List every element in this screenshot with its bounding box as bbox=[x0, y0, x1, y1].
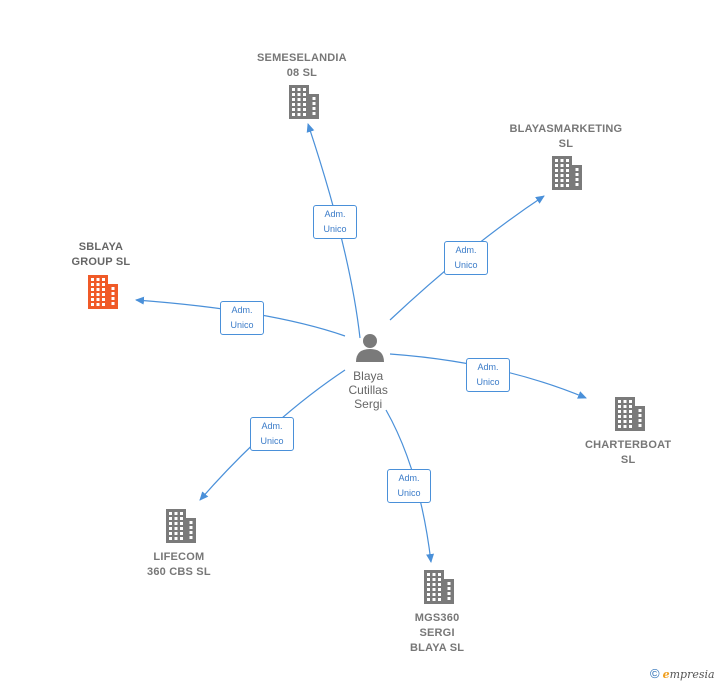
company-label-lifecom[interactable]: LIFECOM 360 CBS SL bbox=[147, 550, 211, 580]
building-icon[interactable] bbox=[88, 275, 118, 309]
company-label-line: LIFECOM bbox=[153, 551, 205, 563]
building-icon[interactable] bbox=[166, 509, 196, 543]
company-label-line: CHARTERBOAT bbox=[585, 439, 672, 451]
company-label-line: SL bbox=[558, 138, 574, 150]
footer-brand[interactable]: ©empresia bbox=[650, 666, 715, 681]
building-icon[interactable] bbox=[424, 570, 454, 604]
person-label-line: Sergi bbox=[354, 397, 383, 411]
edge-label-line: Unico bbox=[454, 260, 478, 270]
company-label-line: SBLAYA bbox=[78, 241, 124, 253]
brand-logo-rest: mpresia bbox=[669, 668, 715, 681]
edge-label-line: Unico bbox=[230, 320, 254, 330]
company-label-line: BLAYA SL bbox=[410, 642, 465, 654]
company-label-line: BLAYASMARKETING bbox=[509, 123, 623, 135]
company-label-line: SL bbox=[620, 454, 636, 466]
edge-label-line: Unico bbox=[476, 377, 500, 387]
company-label-line: 360 CBS SL bbox=[147, 566, 211, 578]
person-label-line: Blaya bbox=[353, 369, 384, 383]
edge-label-line: Adm. bbox=[477, 362, 499, 372]
edge-label-line: Adm. bbox=[455, 245, 477, 255]
company-label-line: SERGI bbox=[419, 627, 455, 639]
company-label-semeselandia[interactable]: SEMESELANDIA 08 SL bbox=[257, 51, 347, 81]
company-label-line: MGS360 bbox=[414, 612, 460, 624]
edge-label-line: Adm. bbox=[324, 209, 346, 219]
edge-label-blayasmarketing[interactable]: Adm. Unico bbox=[444, 241, 488, 275]
company-label-blayasmarketing[interactable]: BLAYASMARKETING SL bbox=[510, 122, 623, 152]
building-icon[interactable] bbox=[552, 156, 582, 190]
nodes-layer bbox=[88, 85, 645, 604]
edge-label-semeselandia[interactable]: Adm. Unico bbox=[313, 205, 357, 239]
company-label-line: 08 SL bbox=[286, 67, 318, 79]
building-icon[interactable] bbox=[615, 397, 645, 431]
edge-label-line: Unico bbox=[260, 436, 284, 446]
edge-semeselandia bbox=[306, 123, 361, 339]
edges-layer bbox=[135, 123, 587, 563]
edge-label-charterboat[interactable]: Adm. Unico bbox=[466, 358, 510, 392]
company-label-charterboat[interactable]: CHARTERBOAT SL bbox=[585, 438, 671, 468]
edge-label-sblaya[interactable]: Adm. Unico bbox=[220, 301, 264, 335]
person-icon[interactable] bbox=[356, 334, 384, 362]
edge-label-line: Adm. bbox=[231, 305, 253, 315]
edge-label-lifecom[interactable]: Adm. Unico bbox=[250, 417, 294, 451]
edge-label-line: Adm. bbox=[261, 421, 283, 431]
company-label-line: SEMESELANDIA bbox=[257, 52, 347, 64]
company-label-line: GROUP SL bbox=[71, 256, 131, 268]
company-label-sblaya[interactable]: SBLAYA GROUP SL bbox=[72, 240, 131, 270]
person-label-line: Cutillas bbox=[348, 383, 388, 397]
copyright-symbol: © bbox=[650, 666, 660, 681]
edge-label-mgs360[interactable]: Adm. Unico bbox=[387, 469, 431, 503]
edge-label-line: Unico bbox=[397, 488, 421, 498]
building-icon[interactable] bbox=[289, 85, 319, 119]
brand-logo-e: e bbox=[662, 668, 670, 681]
edge-label-line: Adm. bbox=[398, 473, 420, 483]
edge-label-line: Unico bbox=[323, 224, 347, 234]
